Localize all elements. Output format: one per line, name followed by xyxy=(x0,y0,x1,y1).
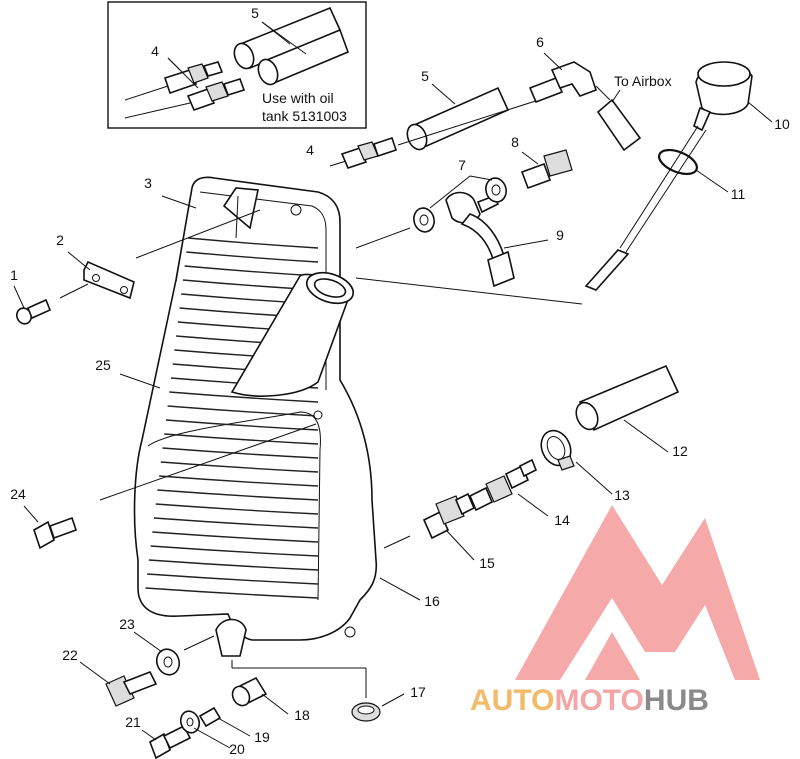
callout-7: 7 xyxy=(458,157,466,173)
callout-20: 20 xyxy=(229,741,245,757)
tank-fin xyxy=(167,405,319,417)
tank-fin xyxy=(148,559,319,571)
hose-5 xyxy=(406,83,510,151)
tank-fin xyxy=(164,433,319,445)
callout-labels: 1234455678910111213141516171819202122232… xyxy=(10,5,790,757)
fitting-14 xyxy=(468,458,549,517)
callout-13: 13 xyxy=(614,487,630,503)
clamp-13 xyxy=(540,429,613,495)
callout-25: 25 xyxy=(95,357,111,373)
bolt-22 xyxy=(79,661,158,707)
inset-hose-lower xyxy=(257,28,350,86)
callout-17: 17 xyxy=(410,684,426,700)
tank-fin xyxy=(157,489,319,501)
inset-note-line1: Use with oil xyxy=(262,90,334,106)
callout-14: 14 xyxy=(554,512,570,528)
callout-6: 6 xyxy=(536,34,544,50)
callout-18: 18 xyxy=(294,707,310,723)
callout-8: 8 xyxy=(511,134,519,150)
grommet-17 xyxy=(351,684,405,722)
oil-tank-25 xyxy=(99,176,583,657)
screw-1 xyxy=(13,285,52,325)
inset-fitting-upper xyxy=(124,61,224,101)
tank-fin xyxy=(187,237,319,249)
watermark-hub: HUB xyxy=(644,684,709,717)
callout-15: 15 xyxy=(479,555,495,571)
callout-23: 23 xyxy=(119,616,135,632)
watermark-text: AUTOMOTOHUB xyxy=(470,684,709,717)
callout-3: 3 xyxy=(144,175,152,191)
sender-15 xyxy=(383,492,476,561)
tank-fin xyxy=(147,573,319,585)
tank-fin xyxy=(159,475,319,487)
watermark-logo xyxy=(515,505,760,680)
callout-5: 5 xyxy=(421,68,429,84)
tank-fin xyxy=(160,461,319,473)
pin-19 xyxy=(198,660,367,737)
fitting-4 xyxy=(329,97,546,169)
tank-fin xyxy=(162,447,319,459)
tank-fin xyxy=(186,251,319,263)
callout-9: 9 xyxy=(556,227,564,243)
tank-fin xyxy=(150,545,319,557)
tank-fin xyxy=(153,517,319,529)
tank-fin xyxy=(152,531,319,543)
washer-20 xyxy=(179,710,231,749)
callout-10: 10 xyxy=(774,116,790,132)
callout-11: 11 xyxy=(731,186,746,202)
to-airbox-note: To Airbox xyxy=(614,73,672,89)
dipstick-10 xyxy=(584,61,773,291)
washer-23 xyxy=(133,631,215,676)
watermark-auto: AUTO xyxy=(470,684,554,717)
hose-12 xyxy=(575,364,680,453)
watermark-moto: MOTO xyxy=(554,684,643,717)
inset-hose-upper xyxy=(233,6,342,70)
inset-box xyxy=(107,1,367,129)
elbow-6 xyxy=(528,52,642,152)
callout-19: 19 xyxy=(254,729,270,745)
callout-1: 1 xyxy=(10,267,18,283)
bolt-8 xyxy=(520,149,573,190)
spacer-18 xyxy=(231,676,289,715)
o-ring-11 xyxy=(657,148,729,193)
callout-12: 12 xyxy=(672,443,688,459)
callout-4: 4 xyxy=(151,43,159,59)
callout-16: 16 xyxy=(424,593,440,609)
tank-fin xyxy=(169,391,319,403)
banjo-fitting-9 xyxy=(355,175,549,288)
callout-2: 2 xyxy=(56,232,64,248)
tank-fin xyxy=(155,503,319,515)
bolt-21 xyxy=(141,724,192,759)
callout-5: 5 xyxy=(251,5,259,21)
callout-24: 24 xyxy=(10,486,26,502)
callout-22: 22 xyxy=(62,647,78,663)
callout-21: 21 xyxy=(125,714,141,730)
inset-note-line2: tank 5131003 xyxy=(262,108,347,124)
bolt-24 xyxy=(23,505,78,550)
bracket-2 xyxy=(59,251,135,300)
callout-4: 4 xyxy=(306,142,314,158)
tank-fin xyxy=(145,587,319,599)
inset-fitting-lower xyxy=(124,78,246,119)
